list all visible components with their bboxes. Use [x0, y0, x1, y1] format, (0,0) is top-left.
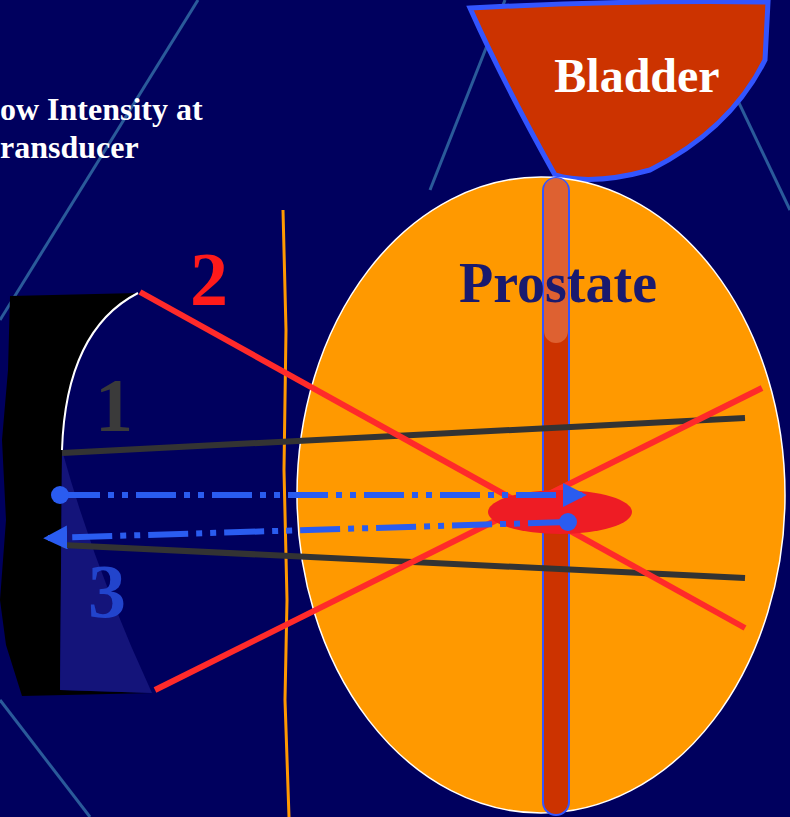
background-line — [0, 700, 90, 817]
organ: Bladder — [462, 0, 778, 190]
transducer-arc — [62, 293, 138, 450]
callout-number: 1 — [95, 362, 133, 449]
organ-label: Prostate — [459, 251, 657, 315]
intensity-note: ow Intensity at ransducer — [0, 90, 330, 167]
rectal-wall — [283, 210, 289, 817]
organ: Prostate — [295, 175, 787, 815]
prostate-shape — [297, 177, 785, 813]
transducer — [0, 293, 152, 696]
bladder-shape — [470, 2, 768, 180]
transducer-face — [60, 450, 152, 693]
callout-number: 2 — [190, 236, 228, 323]
arrow-dot — [51, 486, 69, 504]
organ-label: Bladder — [554, 48, 719, 103]
callout-number: 3 — [88, 548, 126, 635]
